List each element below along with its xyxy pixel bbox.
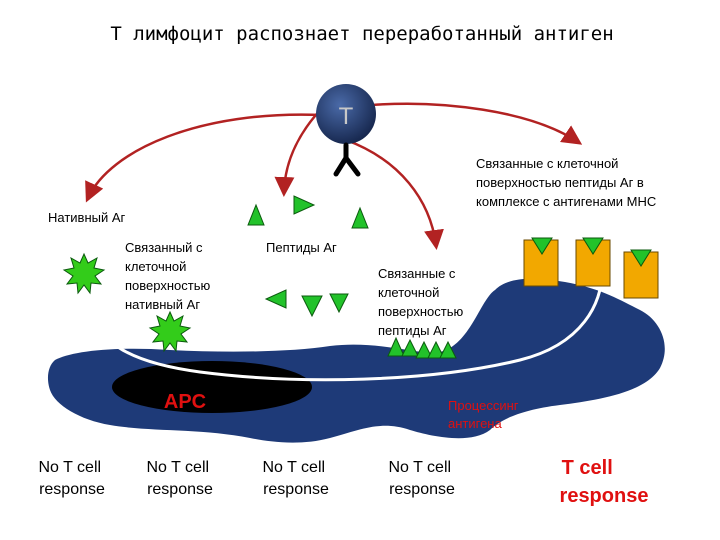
page-title: Т лимфоцит распознает переработанный ант… [110,23,613,45]
bound-peptides-label: Связанные с клеточной поверхностью пепти… [378,266,467,338]
processing-pathway-arrow [92,256,616,382]
bound-peptides-line-4: пептиды Аг [378,323,447,338]
response-no-3: No T cell response [263,459,330,498]
bound-native-line-4: нативный Аг [125,297,200,312]
response-no-1: No T cell response [39,459,106,498]
t-lymphocyte [316,84,376,144]
mhc-bound-peptide [630,249,652,267]
surface-bound-native-antigen-star [148,310,192,353]
response-no-2: No T cell response [147,459,214,498]
mhc-peptides-label: Связанные с клеточной поверхностью пепти… [476,156,656,209]
processing-line-2: антигена [448,416,502,431]
bound-native-line-1: Связанный с [125,240,203,255]
mhc-bound-peptide [531,237,553,255]
bound-peptides-line-2: клеточной [378,285,439,300]
bound-native-line-2: клеточной [125,259,186,274]
t-lymphocyte-label: T [339,103,354,130]
bound-native-antigen-label: Связанный с клеточной поверхностью натив… [125,240,214,312]
processing-label: Процессинг антигена [448,398,522,431]
bound-peptides-line-1: Связанные с [378,266,456,281]
bound-peptides-line-3: поверхностью [378,304,463,319]
mhc-peptides-line-3: комплексе с антигенами МНС [476,194,656,209]
mhc-peptides-line-2: поверхностью пептиды Аг в [476,175,644,190]
t-cell-receptor [333,142,361,177]
mhc-peptides-line-1: Связанные с клеточной [476,156,618,171]
apc-nucleus [112,361,312,413]
response-t-cell: T cell response [560,457,649,507]
response-no-4: No T cell response [389,459,456,498]
free-peptides [247,195,369,318]
bound-native-line-3: поверхностью [125,278,210,293]
apc-label: APC [164,391,206,413]
native-antigen-label: Нативный Аг [48,210,126,225]
processing-line-1: Процессинг [448,398,519,413]
peptides-label: Пептиды Аг [266,240,337,255]
surface-bound-peptides [387,336,457,359]
recognition-arrows [85,102,583,250]
mhc-bound-peptide [582,237,604,255]
native-antigen-star [62,252,106,295]
